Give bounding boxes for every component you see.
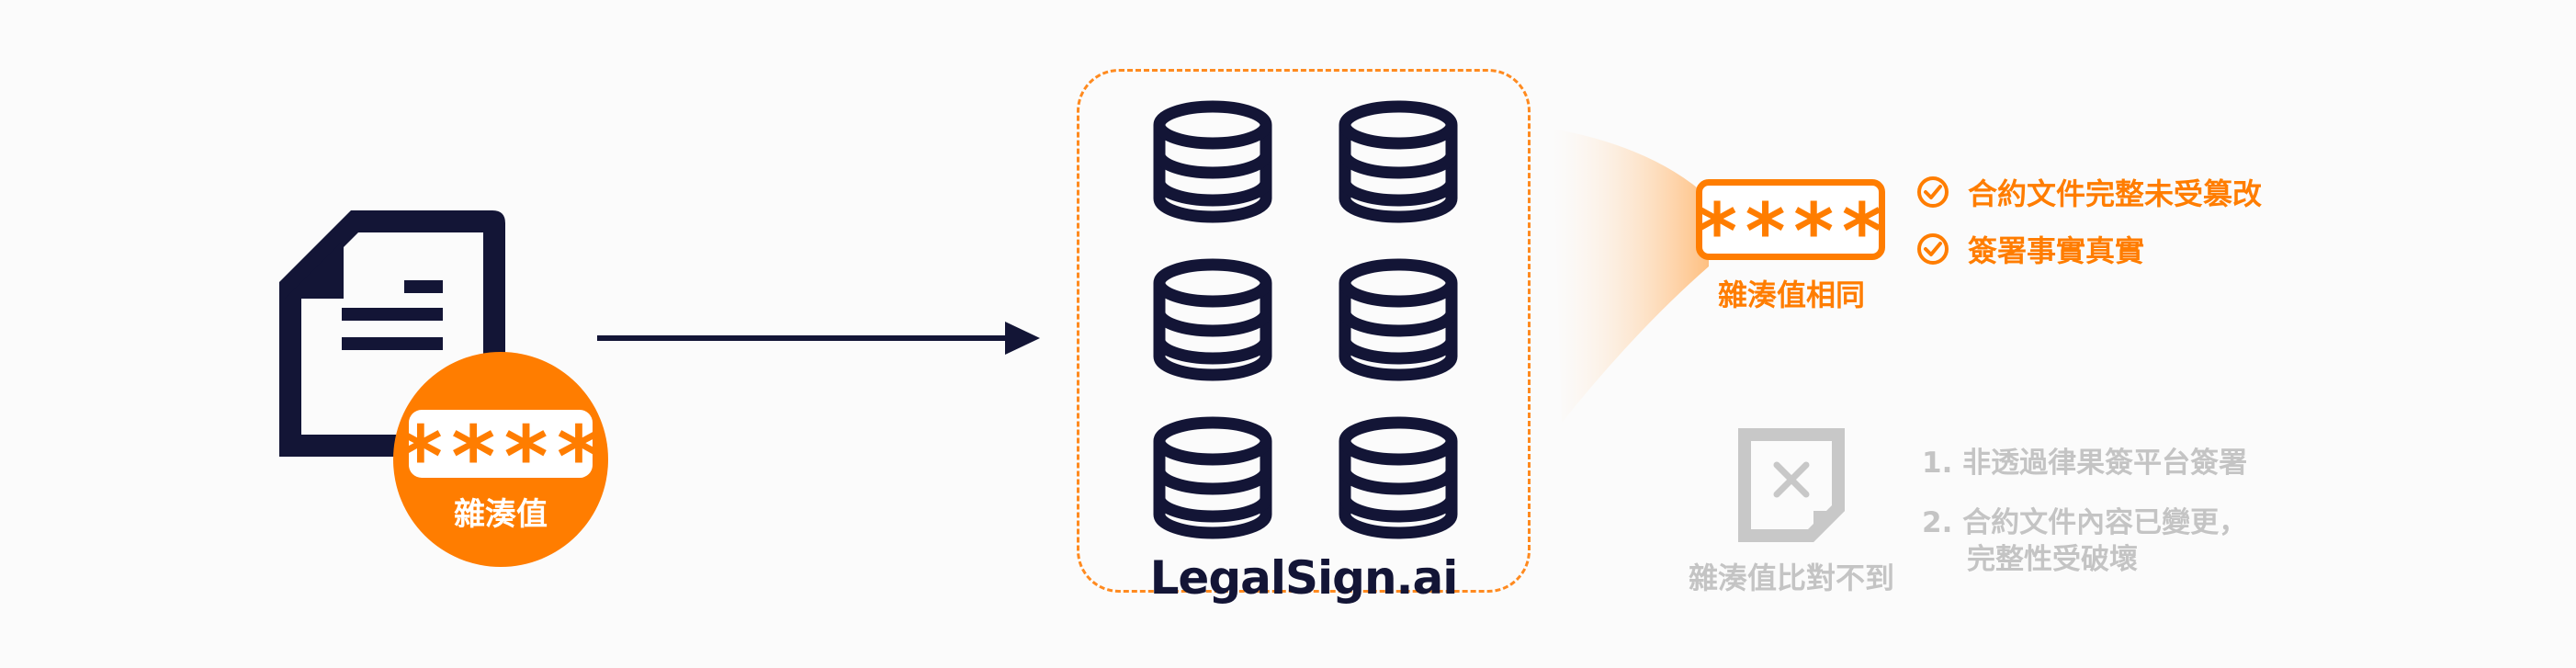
database-icon bbox=[1345, 107, 1452, 217]
database-icon bbox=[1345, 423, 1452, 533]
database-icon bbox=[1159, 423, 1266, 533]
database-icon bbox=[1159, 107, 1266, 217]
database-icon bbox=[1345, 265, 1452, 375]
invalid-document-icon bbox=[1734, 425, 1848, 546]
mismatch-reason: 完整性受破壞 bbox=[1967, 543, 2138, 576]
check-item: 簽署事實真實 bbox=[1916, 228, 2144, 270]
mismatch-label: 雜湊值比對不到 bbox=[1688, 560, 1894, 595]
arrow-right-icon bbox=[595, 318, 1042, 358]
check-circle-icon bbox=[1917, 176, 1949, 208]
mismatch-reason: 2. 合約文件內容已變更， bbox=[1922, 506, 2248, 539]
matched-hash-box: **** bbox=[1694, 179, 1885, 270]
brand-logo-text: LegalSign.ai bbox=[1149, 551, 1459, 605]
database-icon bbox=[1159, 265, 1266, 375]
hash-value: **** bbox=[395, 408, 606, 506]
check-item-text: 簽署事實真實 bbox=[1968, 233, 2145, 268]
glow-beam bbox=[1553, 110, 1764, 441]
mismatch-reason: 1. 非透過律果簽平台簽署 bbox=[1922, 447, 2248, 480]
check-item-text: 合約文件完整未受篡改 bbox=[1968, 176, 2263, 211]
blockchain-container bbox=[1077, 69, 1531, 593]
hash-value-box: **** bbox=[395, 410, 604, 500]
check-item: 合約文件完整未受篡改 bbox=[1916, 171, 2262, 213]
check-circle-icon bbox=[1917, 233, 1949, 265]
hash-badge-label: 雜湊值 bbox=[454, 496, 548, 533]
matched-hash-value: **** bbox=[1693, 187, 1888, 277]
match-label: 雜湊值相同 bbox=[1717, 277, 1865, 312]
